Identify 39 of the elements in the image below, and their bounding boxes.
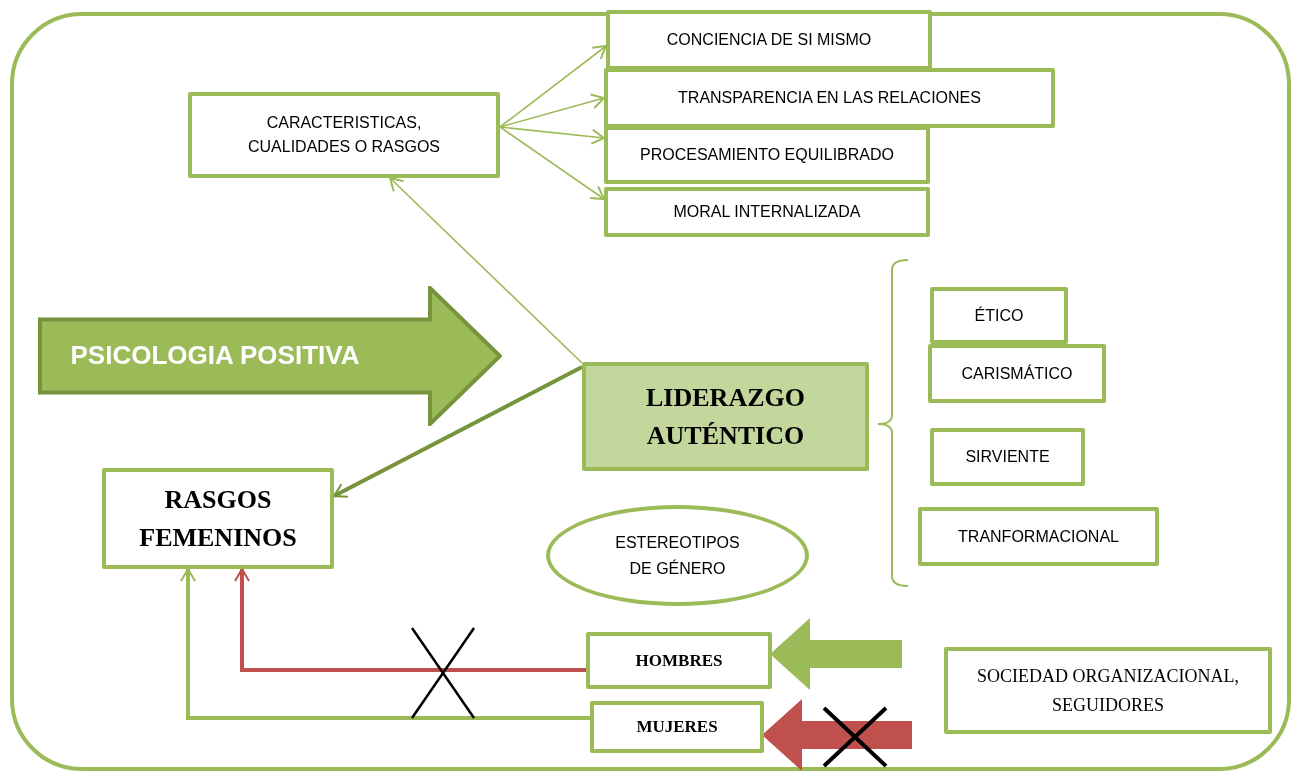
block-arrow <box>38 286 502 426</box>
arrow <box>234 568 586 672</box>
process-box <box>604 126 930 184</box>
process-box <box>930 428 1085 486</box>
node-text: RASGOS FEMENINOS <box>138 483 298 554</box>
process-box <box>188 92 500 178</box>
process-box <box>930 287 1068 344</box>
process-box <box>582 362 869 471</box>
node-text: LIDERAZGO AUTÉNTICO <box>645 381 806 452</box>
node-text: TRANSPARENCIA EN LAS RELACIONES <box>678 88 981 108</box>
process-box <box>590 701 764 753</box>
node-text: MUJERES <box>636 716 718 739</box>
node-text: PSICOLOGIA POSITIVA <box>70 340 360 372</box>
arrow <box>180 568 590 720</box>
arrow <box>333 365 583 498</box>
arrow <box>499 126 605 145</box>
process-box <box>928 344 1106 403</box>
node-text: TRANFORMACIONAL <box>958 526 1119 547</box>
arrow <box>499 126 605 200</box>
node-text: PROCESAMIENTO EQUILIBRADO <box>640 145 894 165</box>
process-box <box>604 68 1055 128</box>
arrow <box>389 177 583 364</box>
process-box <box>944 647 1272 734</box>
node-text: CARISMÁTICO <box>961 363 1073 384</box>
arrow <box>499 93 605 128</box>
node-text: SOCIEDAD ORGANIZACIONAL, SEGUIDORES <box>976 664 1240 717</box>
process-box <box>604 187 930 237</box>
node-text: ÉTICO <box>974 305 1024 326</box>
process-box <box>586 632 772 689</box>
process-box <box>606 10 932 70</box>
process-box <box>918 507 1159 566</box>
node-text: SIRVIENTE <box>965 447 1050 467</box>
arrow <box>499 45 607 128</box>
node-text: MORAL INTERNALIZADA <box>673 202 861 222</box>
node-text: HOMBRES <box>635 649 723 672</box>
node-text: ESTEREOTIPOS DE GÉNERO <box>614 532 741 579</box>
node-text: CARACTERISTICAS, CUALIDADES O RASGOS <box>246 113 441 157</box>
process-box <box>102 468 334 569</box>
node-text: CONCIENCIA DE SI MISMO <box>666 30 872 50</box>
